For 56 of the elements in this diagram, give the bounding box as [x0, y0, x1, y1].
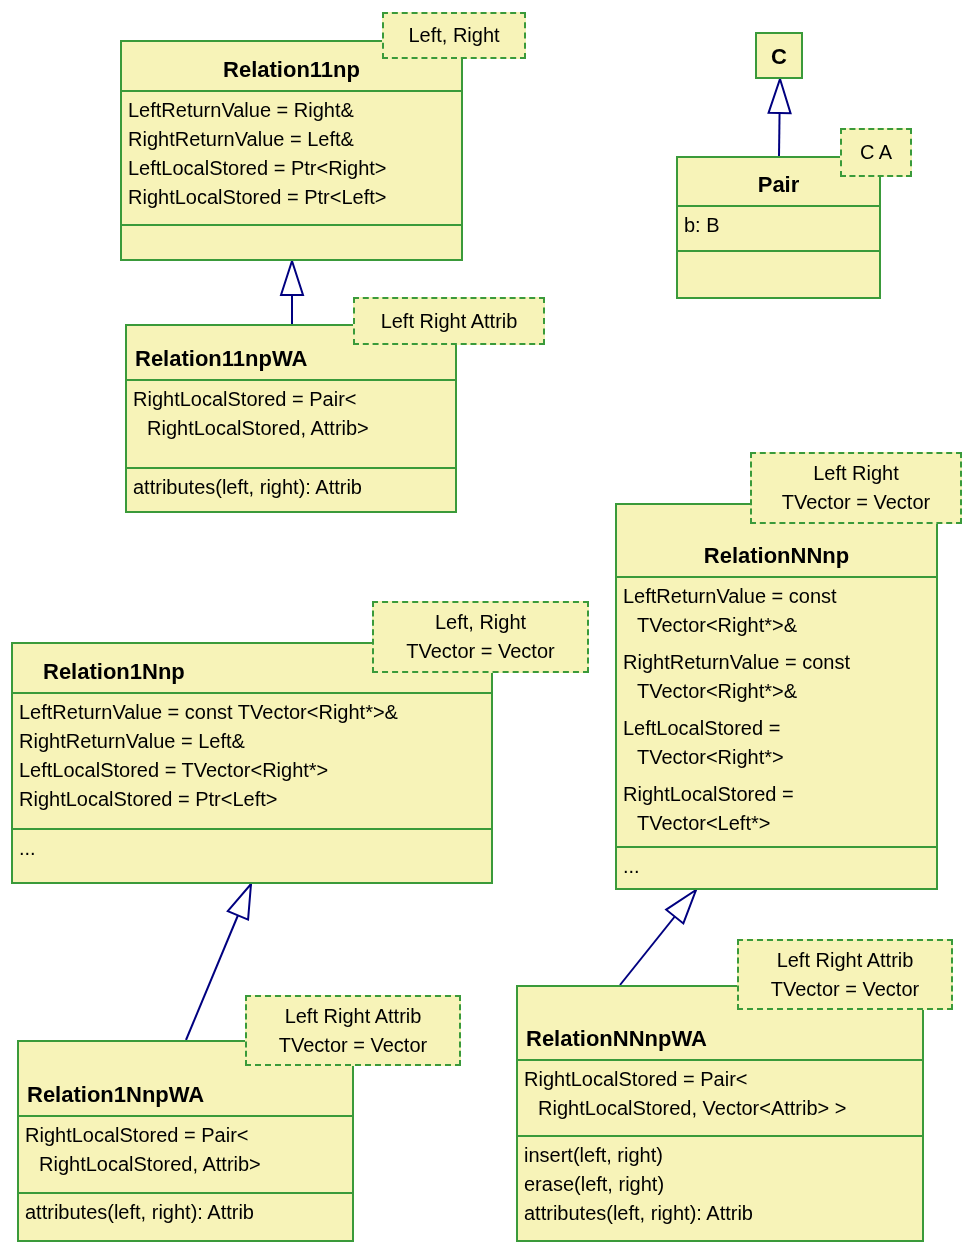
attribute-text: RightLocalStored = Pair< RightLocalStored, Attrib> [25, 1123, 262, 1177]
class-name: Pair [757, 171, 800, 199]
class-name: RelationNNnpWA [526, 1025, 707, 1053]
class-box [11, 642, 493, 884]
class-name: RelationNNnp [703, 542, 850, 570]
parameter-text: Left Right Attrib [776, 947, 914, 973]
attribute-text: RightLocalStored = Ptr<Left> [19, 787, 278, 812]
method-text: attributes(left, right): Attrib [524, 1201, 753, 1226]
attribute-text: RightReturnValue = Left& [19, 729, 245, 754]
attribute-text: RightLocalStored = TVector<Left*> [623, 782, 795, 836]
method-text: insert(left, right) [524, 1143, 663, 1168]
template-parameter-box [737, 939, 953, 1010]
attribute-text: b: B [684, 213, 720, 238]
attribute-text: RightLocalStored = Pair< RightLocalStored, Vector<Attrib> > [524, 1067, 848, 1121]
generalization-arrow [280, 260, 304, 325]
parameter-text: TVector = Vector [781, 490, 931, 515]
method-text: attributes(left, right): Attrib [133, 475, 362, 500]
method-text: ... [19, 836, 36, 861]
attribute-text: RightReturnValue = Left& [128, 127, 354, 152]
parameter-text: TVector = Vector [278, 1032, 428, 1058]
class-box [755, 32, 803, 79]
class-name: Relation1NnpWA [27, 1081, 205, 1109]
attribute-text: LeftReturnValue = const TVector<Right*>& [623, 584, 838, 638]
parameter-text: C A [859, 140, 893, 165]
template-parameter-box [372, 601, 589, 673]
generalization-arrow [619, 889, 697, 986]
class-name: Relation1Nnp [43, 658, 185, 686]
generalization-arrow [767, 78, 792, 157]
template-parameter-box [245, 995, 461, 1066]
generalization-arrow [185, 883, 252, 1041]
attribute-text: LeftLocalStored = TVector<Right*> [623, 716, 785, 770]
attribute-text: LeftLocalStored = Ptr<Right> [128, 156, 387, 181]
attribute-text: RightReturnValue = const TVector<Right*>& [623, 650, 851, 704]
method-text: ... [623, 854, 640, 879]
parameter-text: Left, Right [408, 23, 500, 48]
parameter-text: Left Right [813, 461, 899, 486]
method-text: erase(left, right) [524, 1172, 665, 1197]
attribute-text: RightLocalStored = Ptr<Left> [128, 185, 387, 210]
template-parameter-box [750, 452, 962, 524]
template-parameter-box [353, 297, 545, 345]
parameter-text: TVector = Vector [406, 639, 555, 664]
attribute-text: RightLocalStored = Pair< RightLocalStored, Attrib> [133, 387, 370, 441]
method-text: attributes(left, right): Attrib [25, 1200, 254, 1225]
template-parameter-box [382, 12, 526, 59]
parameter-text: TVector = Vector [770, 976, 920, 1002]
attribute-text: LeftLocalStored = TVector<Right*> [19, 758, 329, 783]
parameter-text: Left Right Attrib [380, 308, 518, 334]
class-name: Relation11np [223, 56, 360, 84]
class-name: C [771, 43, 787, 71]
attribute-text: LeftReturnValue = Right& [128, 98, 354, 123]
parameter-text: Left, Right [434, 610, 527, 635]
class-name: Relation11npWA [135, 345, 308, 373]
class-box [17, 1040, 354, 1242]
attribute-text: LeftReturnValue = const TVector<Right*>& [19, 700, 398, 725]
template-parameter-box [840, 128, 912, 177]
parameter-text: Left Right Attrib [284, 1003, 422, 1029]
